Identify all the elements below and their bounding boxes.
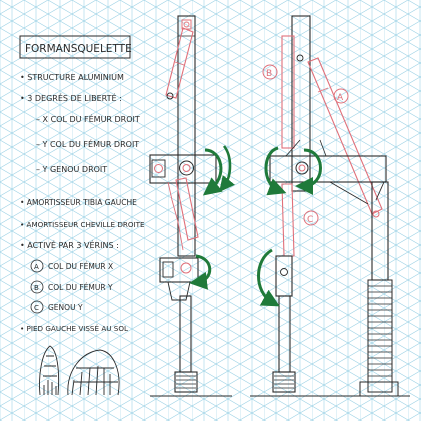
side-ankle-rotation-arrow [257, 248, 280, 307]
marker-a-letter: A [337, 93, 344, 103]
title: FORMANSQUELETTE [25, 43, 132, 55]
note-shock-ankle: • AMORTISSEUR CHEVILLE DROITE [20, 220, 145, 229]
note-left-foot: • PIED GAUCHE VISSÉ AU SOL [20, 324, 128, 333]
note-actuator-b: COL DU FÉMUR Y [48, 283, 113, 292]
front-foot-spring [174, 371, 198, 393]
creatures-doodle [39, 345, 120, 396]
front-view-leg [149, 15, 235, 397]
right-shock-spring [367, 279, 393, 393]
title-box [19, 35, 131, 59]
note-y-knee: – Y GENOU DROIT [36, 165, 107, 174]
side-view-leg: B A C [250, 15, 410, 397]
side-foot-spring [272, 371, 296, 393]
front-lower-actuator [175, 177, 199, 241]
marker-c [303, 210, 319, 226]
note-structure: • STRUCTURE ALUMINIUM [20, 73, 124, 82]
note-x-femur: – X COL DU FÉMUR DROIT [36, 113, 140, 124]
marker-a-note [30, 259, 44, 273]
front-femur-tube [177, 15, 196, 257]
side-knee-y-arrow [295, 148, 322, 195]
side-knee-x-arrow [264, 146, 287, 196]
front-ankle-block [159, 257, 199, 283]
marker-a [333, 88, 349, 104]
marker-c-letter: C [307, 215, 313, 225]
front-knee-left-joint [151, 159, 166, 178]
note-actuators: • ACTIVÉ PAR 3 VÉRINS : [20, 239, 119, 250]
marker-b [262, 64, 278, 80]
note-y-femur: – Y COL DU FÉMUR DROIT [36, 138, 139, 149]
side-knee-crossbar [269, 155, 387, 183]
marker-b-note [30, 280, 44, 294]
marker-b-letter: B [266, 69, 272, 79]
marker-c-note-letter: C [34, 304, 39, 312]
marker-a-note-letter: A [34, 263, 39, 271]
side-actuator-c [281, 183, 295, 257]
note-degrees: • 3 DEGRÉS DE LIBERTÉ : [20, 92, 122, 103]
marker-b-note-letter: B [34, 284, 39, 292]
side-actuator-b-body [281, 35, 295, 149]
front-ankle-rotation-arrow [189, 254, 212, 290]
front-knee-y-arrow [219, 145, 235, 193]
side-actuator-a [307, 57, 383, 215]
note-actuator-a: COL DU FÉMUR X [48, 262, 113, 271]
note-actuator-c: GENOU Y [48, 303, 83, 312]
note-shock-tibia: • AMORTISSEUR TIBIA GAUCHE [20, 198, 137, 207]
front-upper-actuator [165, 27, 194, 99]
front-knee-rotation-arrow [202, 148, 223, 196]
front-knee-block [149, 154, 217, 184]
marker-c-note [30, 300, 44, 314]
